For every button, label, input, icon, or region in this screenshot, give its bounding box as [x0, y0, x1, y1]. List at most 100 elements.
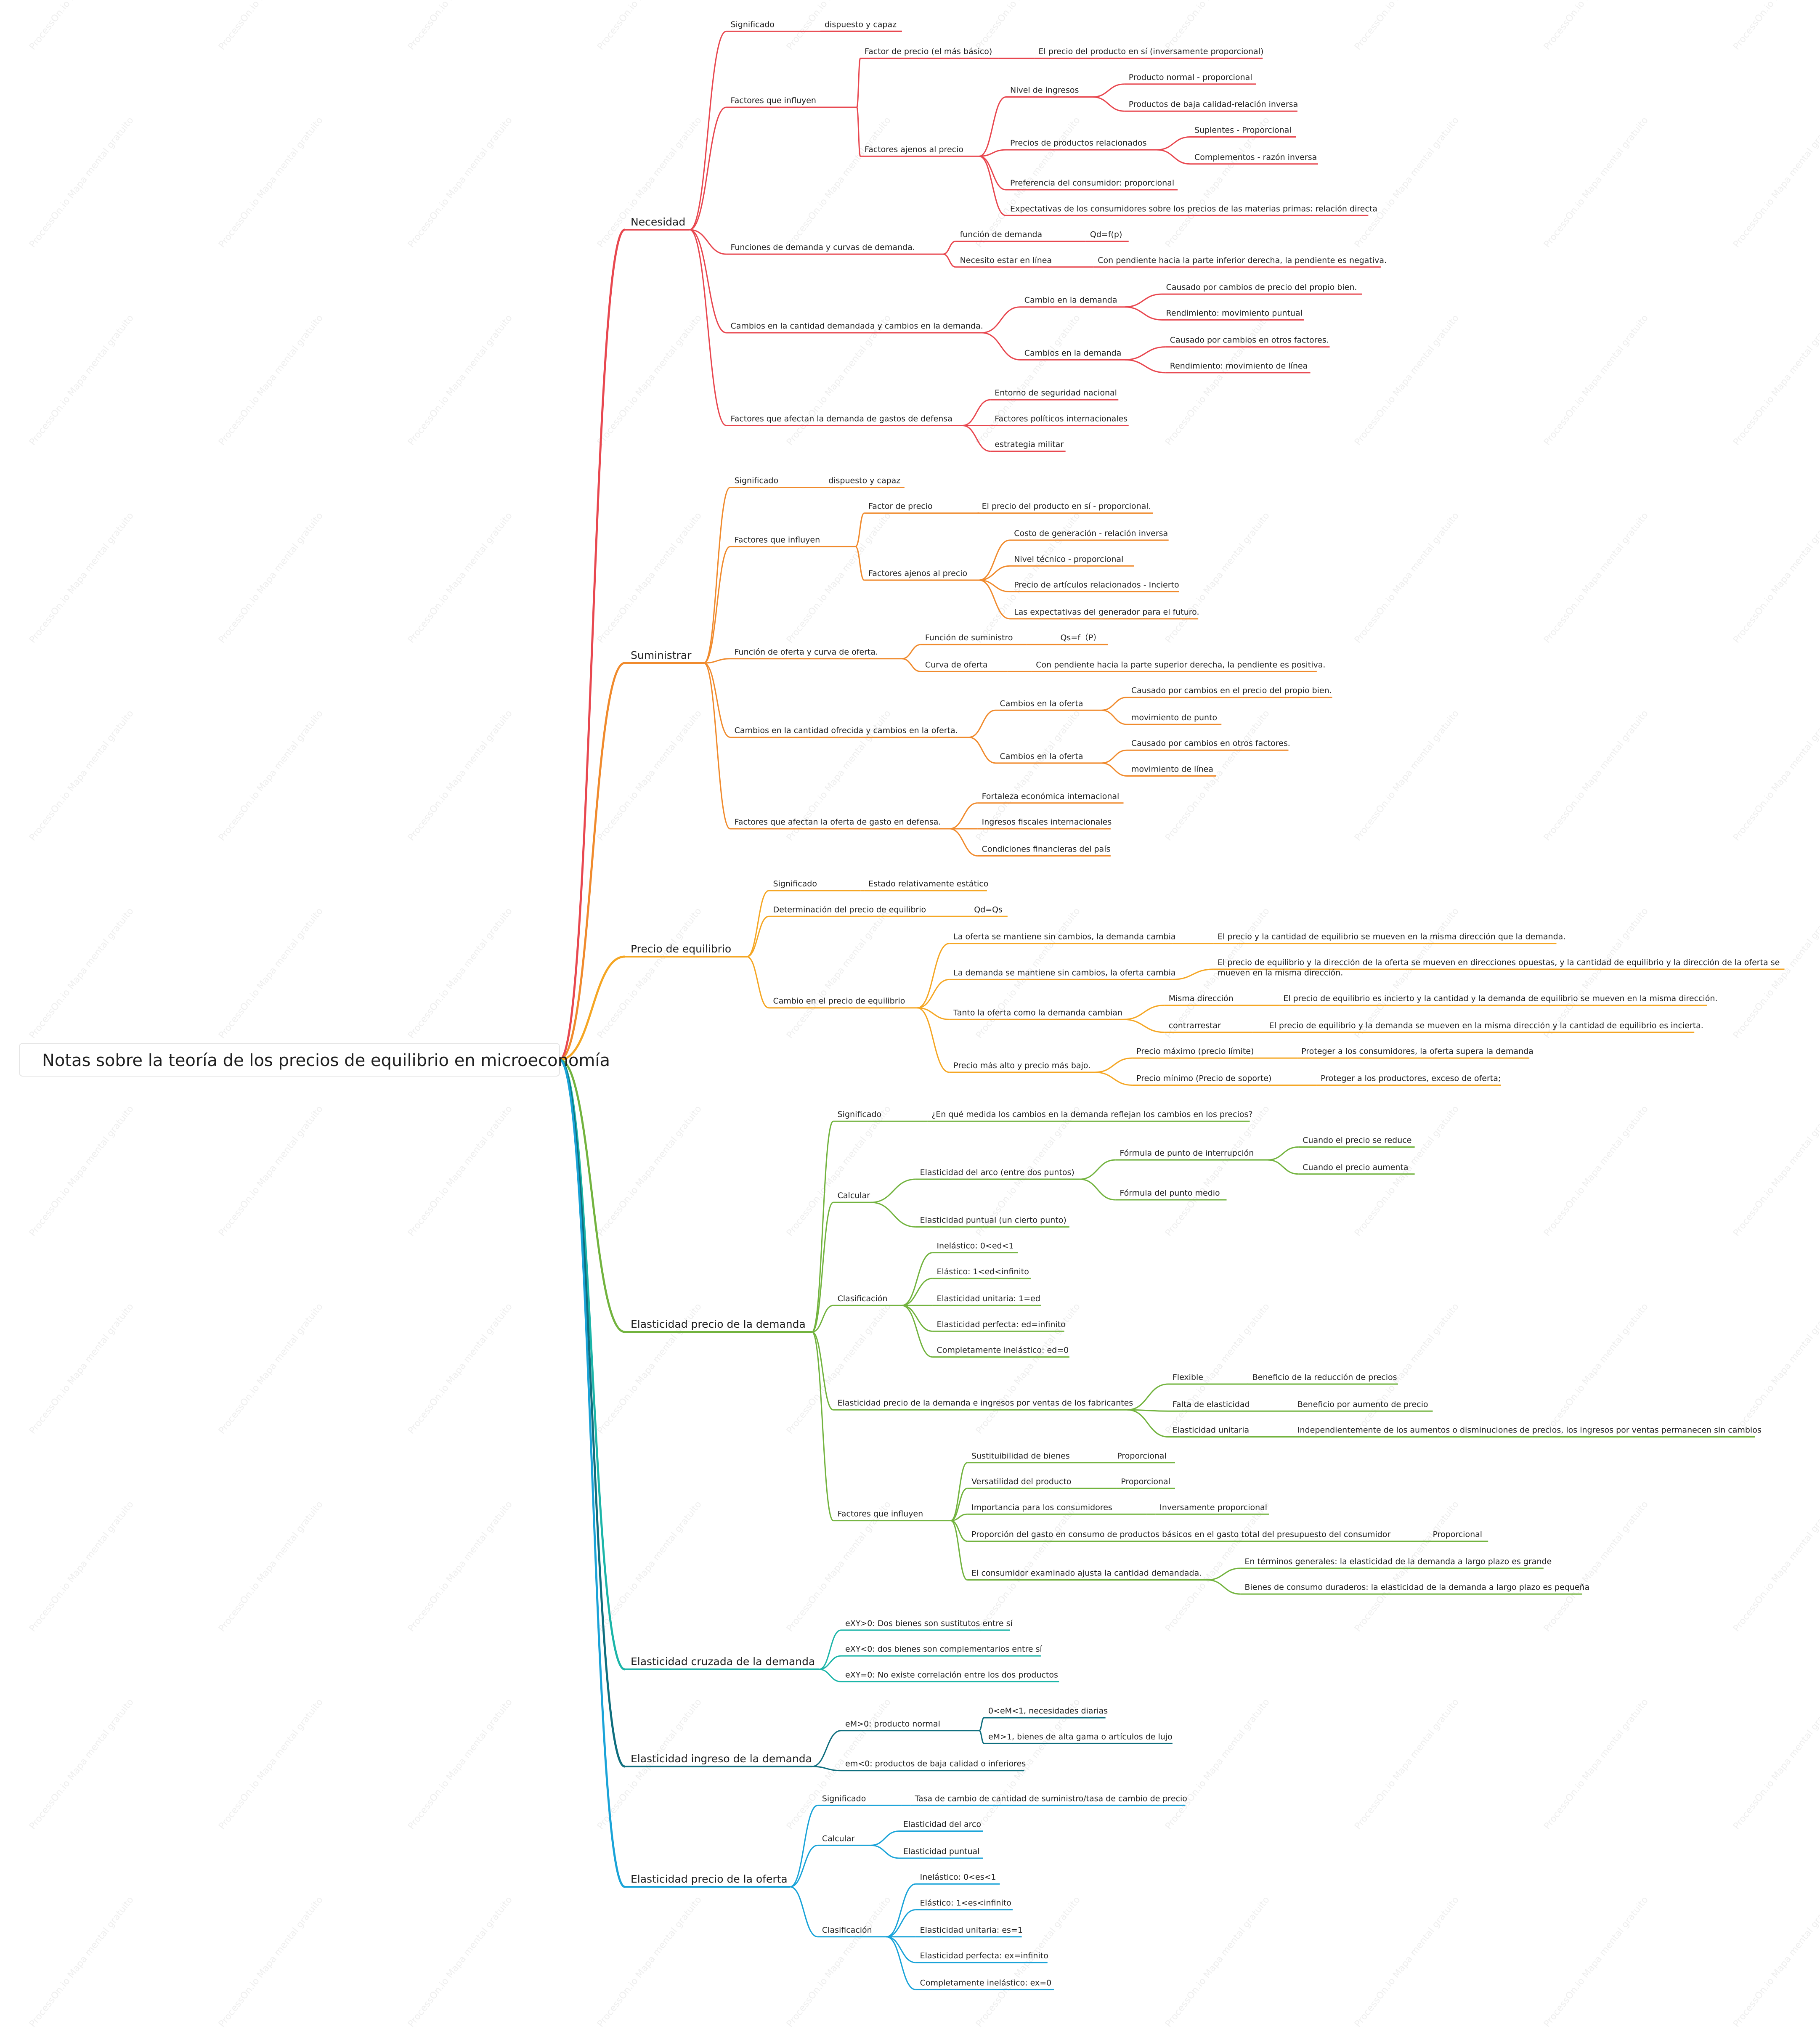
topic-n2b2[interactable]: Precios de productos relacionados	[1010, 138, 1147, 148]
topic-s3a1[interactable]: Qs=f（P）	[1060, 633, 1101, 642]
topic-n2b1b[interactable]: Productos de baja calidad-relación inver…	[1129, 100, 1298, 109]
topic-s1a[interactable]: dispuesto y capaz	[828, 476, 900, 485]
topic-s2b[interactable]: Factores ajenos al precio	[868, 569, 967, 578]
topic-d5e1[interactable]: En términos generales: la elasticidad de…	[1244, 1557, 1552, 1566]
topic-d4b1[interactable]: Beneficio por aumento de precio	[1297, 1400, 1428, 1409]
topic-n1[interactable]: Significado	[730, 20, 774, 29]
topic-d2a[interactable]: Elasticidad del arco (entre dos puntos)	[920, 1168, 1074, 1177]
topic-o1[interactable]: Significado	[822, 1794, 866, 1803]
topic-n2b4[interactable]: Expectativas de los consumidores sobre l…	[1010, 204, 1377, 213]
topic-d2b[interactable]: Elasticidad puntual (un cierto punto)	[920, 1215, 1067, 1225]
topic-e3d2[interactable]: Precio mínimo (Precio de soporte)	[1136, 1074, 1271, 1083]
topic-n1a[interactable]: dispuesto y capaz	[825, 20, 897, 29]
topic-i2[interactable]: em<0: productos de baja calidad o inferi…	[845, 1759, 1026, 1769]
topic-d2a1b[interactable]: Cuando el precio aumenta	[1303, 1163, 1408, 1172]
topic-c1[interactable]: eXY>0: Dos bienes son sustitutos entre s…	[845, 1619, 1013, 1628]
topic-s4b2[interactable]: movimiento de línea	[1131, 764, 1213, 774]
topic-c2[interactable]: eXY<0: dos bienes son complementarios en…	[845, 1644, 1042, 1654]
topic-e1[interactable]: Significado	[773, 879, 817, 889]
topic-d4[interactable]: Elasticidad precio de la demanda e ingre…	[838, 1398, 1133, 1408]
topic-d4a[interactable]: Flexible	[1173, 1373, 1203, 1382]
topic-e2[interactable]: Determinación del precio de equilibrio	[773, 905, 926, 914]
topic-d5b1[interactable]: Proporcional	[1121, 1477, 1170, 1486]
topic-i1a[interactable]: 0<eM<1, necesidades diarias	[988, 1706, 1108, 1716]
branch-topic-b7[interactable]: Elasticidad precio de la oferta	[631, 1873, 788, 1885]
topic-n3[interactable]: Funciones de demanda y curvas de demanda…	[730, 243, 915, 252]
topic-s4a1[interactable]: Causado por cambios en el precio del pro…	[1131, 686, 1332, 695]
topic-d5e[interactable]: El consumidor examinado ajusta la cantid…	[971, 1568, 1202, 1578]
topic-n2b3[interactable]: Preferencia del consumidor: proporcional	[1010, 178, 1174, 188]
topic-d4c1[interactable]: Independientemente de los aumentos o dis…	[1297, 1426, 1762, 1435]
branch-topic-b1[interactable]: Necesidad	[631, 216, 685, 228]
topic-e3c1[interactable]: Misma dirección	[1169, 994, 1234, 1003]
topic-s3a[interactable]: Función de suministro	[925, 633, 1013, 642]
topic-d3[interactable]: Clasificación	[838, 1294, 888, 1303]
topic-s1[interactable]: Significado	[735, 476, 778, 485]
topic-n2b1a[interactable]: Producto normal - proporcional	[1129, 73, 1252, 82]
topic-d3e[interactable]: Completamente inelástico: ed=0	[937, 1346, 1069, 1355]
topic-n4b2[interactable]: Rendimiento: movimiento de línea	[1170, 361, 1308, 371]
topic-n4a2[interactable]: Rendimiento: movimiento puntual	[1166, 308, 1303, 318]
topic-n2b2b[interactable]: Complementos - razón inversa	[1194, 153, 1317, 162]
topic-o3c[interactable]: Elasticidad unitaria: es=1	[920, 1926, 1023, 1935]
topic-e3b[interactable]: La demanda se mantiene sin cambios, la o…	[953, 968, 1175, 977]
topic-e3a1[interactable]: El precio y la cantidad de equilibrio se…	[1218, 932, 1565, 942]
topic-n5b[interactable]: Factores políticos internacionales	[995, 414, 1128, 423]
topic-d1[interactable]: Significado	[838, 1110, 881, 1119]
topic-e1a[interactable]: Estado relativamente estático	[868, 879, 988, 889]
topic-i1b[interactable]: eM>1, bienes de alta gama o artículos de…	[988, 1732, 1173, 1741]
topic-s4[interactable]: Cambios en la cantidad ofrecida y cambio…	[735, 726, 958, 735]
topic-n4b1[interactable]: Causado por cambios en otros factores.	[1170, 336, 1329, 345]
topic-n5c[interactable]: estrategia militar	[995, 440, 1064, 449]
topic-n2b1[interactable]: Nivel de ingresos	[1010, 86, 1079, 95]
topic-s5[interactable]: Factores que afectan la oferta de gasto …	[735, 817, 941, 827]
topic-n2a[interactable]: Factor de precio (el más básico)	[865, 47, 992, 56]
branch-topic-b3[interactable]: Precio de equilibrio	[631, 943, 731, 955]
topic-s5b[interactable]: Ingresos fiscales internacionales	[982, 817, 1112, 827]
topic-o3d[interactable]: Elasticidad perfecta: ex=infinito	[920, 1951, 1048, 1960]
topic-n4b[interactable]: Cambios en la demanda	[1024, 348, 1122, 358]
topic-o2a[interactable]: Elasticidad del arco	[903, 1820, 981, 1829]
topic-e3a[interactable]: La oferta se mantiene sin cambios, la de…	[953, 932, 1175, 942]
branch-topic-b2[interactable]: Suministrar	[631, 649, 692, 661]
topic-d5c[interactable]: Importancia para los consumidores	[971, 1503, 1112, 1512]
topic-e2a[interactable]: Qd=Qs	[974, 905, 1003, 914]
topic-e3c[interactable]: Tanto la oferta como la demanda cambian	[953, 1008, 1122, 1017]
topic-e3d2a[interactable]: Proteger a los productores, exceso de of…	[1321, 1074, 1501, 1083]
topic-s2b2[interactable]: Nivel técnico - proporcional	[1014, 554, 1123, 564]
topic-d3d[interactable]: Elasticidad perfecta: ed=infinito	[937, 1320, 1065, 1329]
topic-d1a[interactable]: ¿En qué medida los cambios en la demanda…	[931, 1110, 1252, 1119]
topic-n2[interactable]: Factores que influyen	[730, 96, 816, 105]
topic-n4[interactable]: Cambios en la cantidad demandada y cambi…	[730, 321, 983, 331]
topic-d5a[interactable]: Sustituibilidad de bienes	[971, 1451, 1070, 1461]
topic-s2b3[interactable]: Precio de artículos relacionados - Incie…	[1014, 581, 1179, 590]
topic-d3c[interactable]: Elasticidad unitaria: 1=ed	[937, 1294, 1040, 1303]
topic-o3b[interactable]: Elástico: 1<es<infinito	[920, 1898, 1011, 1907]
topic-d2a1a[interactable]: Cuando el precio se reduce	[1303, 1135, 1411, 1145]
topic-n3a1[interactable]: Qd=f(p)	[1090, 230, 1122, 239]
topic-d5[interactable]: Factores que influyen	[838, 1509, 923, 1519]
topic-s2b1[interactable]: Costo de generación - relación inversa	[1014, 529, 1168, 538]
topic-d5d[interactable]: Proporción del gasto en consumo de produ…	[971, 1530, 1390, 1539]
topic-n3b[interactable]: Necesito estar en línea	[960, 256, 1052, 265]
topic-n5[interactable]: Factores que afectan la demanda de gasto…	[730, 414, 952, 423]
topic-o3[interactable]: Clasificación	[822, 1926, 872, 1935]
topic-o3e[interactable]: Completamente inelástico: ex=0	[920, 1978, 1052, 1987]
topic-d5d1[interactable]: Proporcional	[1433, 1530, 1483, 1539]
topic-s3b1[interactable]: Con pendiente hacia la parte superior de…	[1036, 660, 1325, 669]
topic-e3d1a[interactable]: Proteger a los consumidores, la oferta s…	[1301, 1047, 1533, 1056]
topic-d4b[interactable]: Falta de elasticidad	[1173, 1400, 1250, 1409]
topic-e3[interactable]: Cambio en el precio de equilibrio	[773, 997, 905, 1006]
topic-n2b2a[interactable]: Suplentes - Proporcional	[1194, 125, 1292, 135]
topic-s5a[interactable]: Fortaleza económica internacional	[982, 792, 1120, 801]
topic-e3c2a[interactable]: El precio de equilibrio y la demanda se …	[1269, 1021, 1703, 1030]
branch-topic-b6[interactable]: Elasticidad ingreso de la demanda	[631, 1753, 812, 1765]
topic-s2a[interactable]: Factor de precio	[868, 502, 932, 511]
root-topic[interactable]: Notas sobre la teoría de los precios de …	[42, 1051, 610, 1070]
topic-e3b2[interactable]: mueven en la misma dirección.	[1218, 968, 1343, 977]
topic-i1[interactable]: eM>0: producto normal	[845, 1719, 940, 1729]
topic-s5c[interactable]: Condiciones financieras del país	[982, 844, 1111, 854]
topic-d2a2[interactable]: Fórmula del punto medio	[1120, 1188, 1220, 1198]
topic-s3[interactable]: Función de oferta y curva de oferta.	[735, 647, 878, 657]
topic-n2a1[interactable]: El precio del producto en sí (inversamen…	[1038, 47, 1263, 56]
